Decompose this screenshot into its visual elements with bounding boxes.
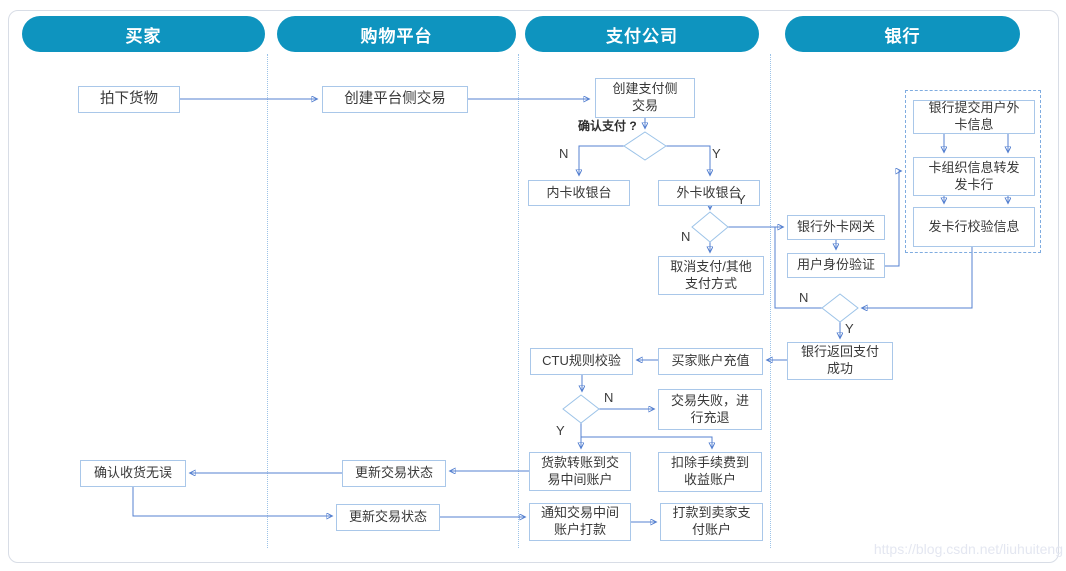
label-diamond2-no: N	[681, 229, 691, 244]
node-trade-fail-refund: 交易失败，进 行充退	[658, 389, 762, 430]
node-identity-verify: 用户身份验证	[787, 253, 885, 278]
label-diamond3-yes: Y	[556, 423, 565, 438]
node-transfer-to-escrow: 货款转账到交 易中间账户	[529, 452, 631, 491]
node-notify-escrow-payout: 通知交易中间 账户打款	[529, 503, 631, 541]
label-diamond4-no: N	[799, 290, 809, 305]
lane-separator-2	[518, 54, 519, 548]
node-ctu-rule-check: CTU规则校验	[530, 348, 633, 375]
node-deduct-fee: 扣除手续费到 收益账户	[658, 452, 762, 492]
lane-header-buyer: 买家	[22, 16, 265, 52]
label-diamond2-yes: Y	[737, 192, 746, 207]
node-buyer-account-topup: 买家账户充值	[658, 348, 763, 375]
node-issuer-verify-info: 发卡行校验信息	[913, 207, 1035, 247]
label-confirm-yes: Y	[712, 146, 721, 161]
node-update-trade-status-1: 更新交易状态	[342, 460, 446, 487]
node-bank-card-gateway: 银行外卡网关	[787, 215, 885, 240]
node-place-order: 拍下货物	[78, 86, 180, 113]
lane-header-payment: 支付公司	[525, 16, 759, 52]
node-foreign-cashier: 外卡收银台	[658, 180, 760, 206]
node-payout-to-seller: 打款到卖家支 付账户	[660, 503, 763, 541]
node-domestic-cashier: 内卡收银台	[528, 180, 630, 206]
label-diamond3-no: N	[604, 390, 614, 405]
card-org-group	[905, 90, 1041, 253]
node-create-platform-trade: 创建平台侧交易	[322, 86, 468, 113]
node-create-payment-trade: 创建支付侧 交易	[595, 78, 695, 118]
lane-separator-3	[770, 54, 771, 548]
node-card-org-forward: 卡组织信息转发 发卡行	[913, 157, 1035, 196]
label-confirm-no: N	[559, 146, 569, 161]
watermark-url: https://blog.csdn.net/liuhuiteng	[873, 541, 1063, 557]
label-diamond4-yes: Y	[845, 321, 854, 336]
label-confirm-pay: 确认支付 ?	[578, 119, 637, 133]
node-cancel-payment: 取消支付/其他 支付方式	[658, 256, 764, 295]
lane-header-platform: 购物平台	[277, 16, 516, 52]
node-confirm-receipt: 确认收货无误	[80, 460, 186, 487]
node-update-trade-status-2: 更新交易状态	[336, 504, 440, 531]
lane-separator-1	[267, 54, 268, 548]
node-bank-pay-success: 银行返回支付 成功	[787, 342, 893, 380]
node-submit-card-info: 银行提交用户外 卡信息	[913, 100, 1035, 134]
lane-header-bank: 银行	[785, 16, 1020, 52]
